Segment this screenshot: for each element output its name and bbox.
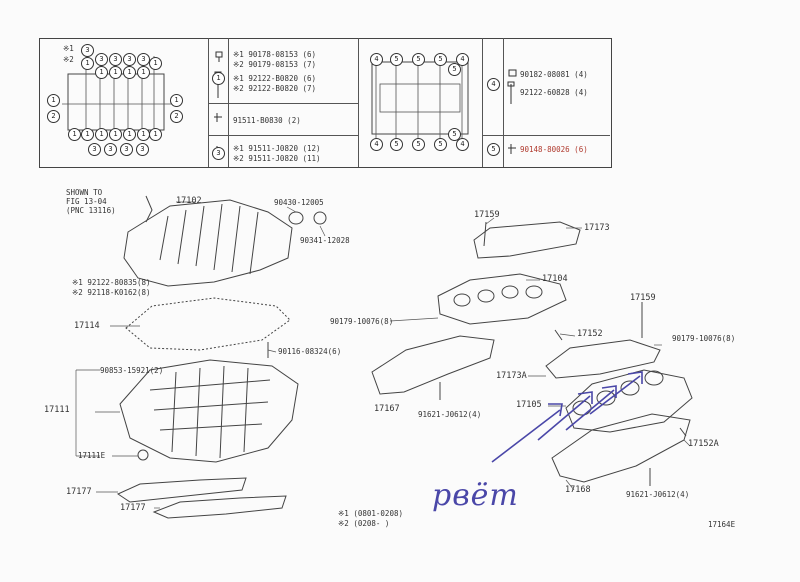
legend-callout: 3: [109, 53, 122, 66]
footnote: ※1 (0801-0208): [338, 509, 403, 518]
legend-code: ※1 91511-J0820 (12): [233, 144, 321, 153]
part-label: SHOWN TO: [66, 188, 103, 197]
legend-row-number: 4: [487, 78, 500, 91]
legend-callout: 2: [170, 110, 183, 123]
legend-callout: 1: [149, 57, 162, 70]
legend-row-line: [208, 135, 358, 136]
legend-callout: 3: [123, 53, 136, 66]
legend-callout: 1: [109, 128, 122, 141]
legend-callout: 4: [370, 138, 383, 151]
legend-callout: 1: [95, 128, 108, 141]
legend-callout: 1: [95, 66, 108, 79]
legend-code: ※1 90178-08153 (6): [233, 50, 317, 59]
legend-code: 90148-80026 (6): [520, 145, 588, 154]
legend-code: 92122-60828 (4): [520, 88, 588, 97]
legend-divider: [208, 38, 209, 167]
legend-divider: [358, 38, 359, 167]
part-label: 90116-08324(6): [278, 347, 342, 356]
part-label: 17111: [44, 405, 70, 415]
legend-note: ※1: [63, 44, 74, 53]
legend-row-line: [482, 135, 610, 136]
legend-callout: 5: [412, 138, 425, 151]
legend-divider: [503, 38, 504, 167]
part-label: 91621-J0612(4): [418, 410, 482, 419]
handwritten-note: рвёт: [432, 478, 519, 513]
legend-callout: 1: [123, 66, 136, 79]
legend-callout: 1: [137, 66, 150, 79]
legend-callout: 5: [448, 63, 461, 76]
legend-callout: 3: [104, 143, 117, 156]
legend-callout: 5: [390, 53, 403, 66]
legend-code: 91511-B0830 (2): [233, 116, 301, 125]
part-label: 90179-10076(8): [330, 317, 394, 326]
part-label: 17114: [74, 321, 100, 331]
legend-code: ※2 92122-B0820 (7): [233, 84, 317, 93]
part-label: 17173A: [496, 371, 527, 381]
legend-callout: 3: [137, 53, 150, 66]
legend-callout: 5: [434, 138, 447, 151]
part-label: 90853-15921(2): [100, 366, 164, 375]
legend-callout: 5: [390, 138, 403, 151]
legend-callout: 5: [448, 128, 461, 141]
legend-callout: 5: [412, 53, 425, 66]
part-label: 17152A: [688, 439, 719, 449]
legend-callout: 3: [95, 53, 108, 66]
legend-callout: 5: [434, 53, 447, 66]
legend-callout: 1: [170, 94, 183, 107]
part-label: 90179-10076(8): [672, 334, 736, 343]
legend-code: ※2 90179-08153 (7): [233, 60, 317, 69]
footnote: ※2 (0208- ): [338, 519, 390, 528]
legend-callout: 1: [109, 66, 122, 79]
legend-row-line: [208, 103, 358, 104]
part-label: ※2 92118-K0162(8): [72, 288, 151, 297]
legend-callout: 4: [370, 53, 383, 66]
part-label: 17159: [630, 293, 656, 303]
legend-row-number: 5: [487, 143, 500, 156]
legend-callout: 2: [47, 110, 60, 123]
legend-table: [39, 38, 612, 168]
part-label: 17159: [474, 210, 500, 220]
legend-callout: 4: [456, 138, 469, 151]
part-label: 17177: [66, 487, 92, 497]
part-label: 91621-J0612(4): [626, 490, 690, 499]
legend-code: 90182-08081 (4): [520, 70, 588, 79]
legend-callout: 1: [47, 94, 60, 107]
part-label: 17168: [565, 485, 591, 495]
legend-note: ※2: [63, 55, 74, 64]
legend-divider: [482, 38, 483, 167]
part-label: (PNC 13116): [66, 206, 116, 215]
legend-callout: 3: [81, 44, 94, 57]
part-label: 17111E: [78, 451, 106, 460]
legend-code: ※1 92122-B0820 (6): [233, 74, 317, 83]
part-label: FIG 13-04: [66, 197, 107, 206]
legend-callout: 3: [136, 143, 149, 156]
part-label: 90341-12028: [300, 236, 350, 245]
legend-code: ※2 91511-J0820 (11): [233, 154, 321, 163]
part-label: ※1 92122-80835(8): [72, 278, 151, 287]
legend-callout: 4: [456, 53, 469, 66]
part-label: 17102: [176, 196, 202, 206]
legend-callout: 1: [149, 128, 162, 141]
legend-callout: 1: [81, 128, 94, 141]
part-label: 90430-12005: [274, 198, 324, 207]
legend-callout: 1: [81, 57, 94, 70]
part-label: 17104: [542, 274, 568, 284]
legend-row-number: 1: [212, 72, 225, 85]
diagram-code: 17164E: [708, 520, 736, 529]
part-label: 17167: [374, 404, 400, 414]
legend-divider: [228, 38, 229, 167]
part-label: 17177: [120, 503, 146, 513]
legend-row-number: 3: [212, 147, 225, 160]
legend-callout: 1: [68, 128, 81, 141]
legend-callout: 3: [120, 143, 133, 156]
legend-callout: 3: [88, 143, 101, 156]
part-label: 17173: [584, 223, 610, 233]
part-label: 17105: [516, 400, 542, 410]
legend-callout: 1: [123, 128, 136, 141]
part-label: 17152: [577, 329, 603, 339]
